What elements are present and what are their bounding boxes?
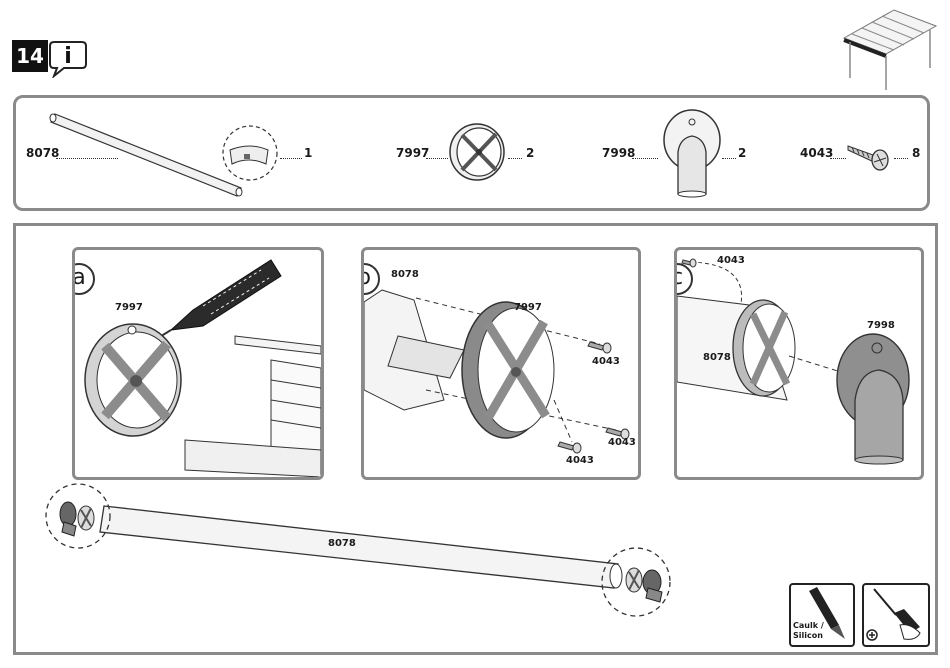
tool-caulk-label-line2: Silicon bbox=[793, 631, 824, 641]
part-qty-7998: 2 bbox=[738, 146, 746, 160]
panel-c-tube-label: 8078 bbox=[703, 352, 731, 363]
tool-caulk-label-line1: Caulk / bbox=[793, 621, 824, 631]
part-qty-7997: 2 bbox=[526, 146, 534, 160]
leader-line bbox=[894, 158, 908, 159]
leader-line bbox=[830, 158, 846, 159]
leader-line bbox=[426, 158, 448, 159]
panel-c-illustration bbox=[677, 250, 921, 477]
info-icon-letter: i bbox=[64, 44, 72, 69]
tool-caulk-label: Caulk / Silicon bbox=[793, 621, 824, 641]
panel-b: b 8078 7997 4043 4043 4043 bbox=[361, 247, 641, 480]
panel-c-screw-label: 4043 bbox=[717, 255, 745, 266]
tube-detail-callout bbox=[220, 124, 280, 182]
panel-c-end-label: 7998 bbox=[867, 320, 895, 331]
tool-screwdriver-box bbox=[862, 583, 930, 647]
leader-line bbox=[280, 158, 302, 159]
leader-line bbox=[508, 158, 522, 159]
assembled-tube-illustration bbox=[40, 482, 680, 632]
leader-line bbox=[722, 158, 736, 159]
pergola-thumbnail-icon bbox=[838, 8, 938, 92]
leader-line bbox=[632, 158, 658, 159]
screwdriver-icon bbox=[864, 585, 928, 645]
step-badge: 14 bbox=[12, 40, 48, 72]
tool-caulk-box: Caulk / Silicon bbox=[789, 583, 855, 647]
panel-b-screw-label: 4043 bbox=[608, 437, 636, 448]
part-code-7998: 7998 bbox=[602, 146, 635, 160]
part-qty-8078: 1 bbox=[304, 146, 312, 160]
part-code-4043: 4043 bbox=[800, 146, 833, 160]
panel-b-tube-label: 8078 bbox=[391, 269, 419, 280]
end-cap-ring-icon bbox=[446, 120, 510, 184]
panel-a: a 7997 bbox=[72, 247, 324, 480]
downspout-adapter-icon bbox=[660, 108, 724, 202]
panel-b-screw-label: 4043 bbox=[592, 356, 620, 367]
panel-a-part-label: 7997 bbox=[115, 302, 143, 313]
panel-c: c 4043 8078 7998 bbox=[674, 247, 924, 480]
panel-b-cap-label: 7997 bbox=[514, 302, 542, 313]
panel-b-screw-label: 4043 bbox=[566, 455, 594, 466]
assembled-tube-label: 8078 bbox=[328, 538, 356, 549]
screw-icon bbox=[846, 138, 892, 172]
part-code-7997: 7997 bbox=[396, 146, 429, 160]
panel-a-illustration bbox=[75, 250, 321, 477]
part-qty-4043: 8 bbox=[912, 146, 920, 160]
info-icon: i bbox=[48, 38, 90, 78]
